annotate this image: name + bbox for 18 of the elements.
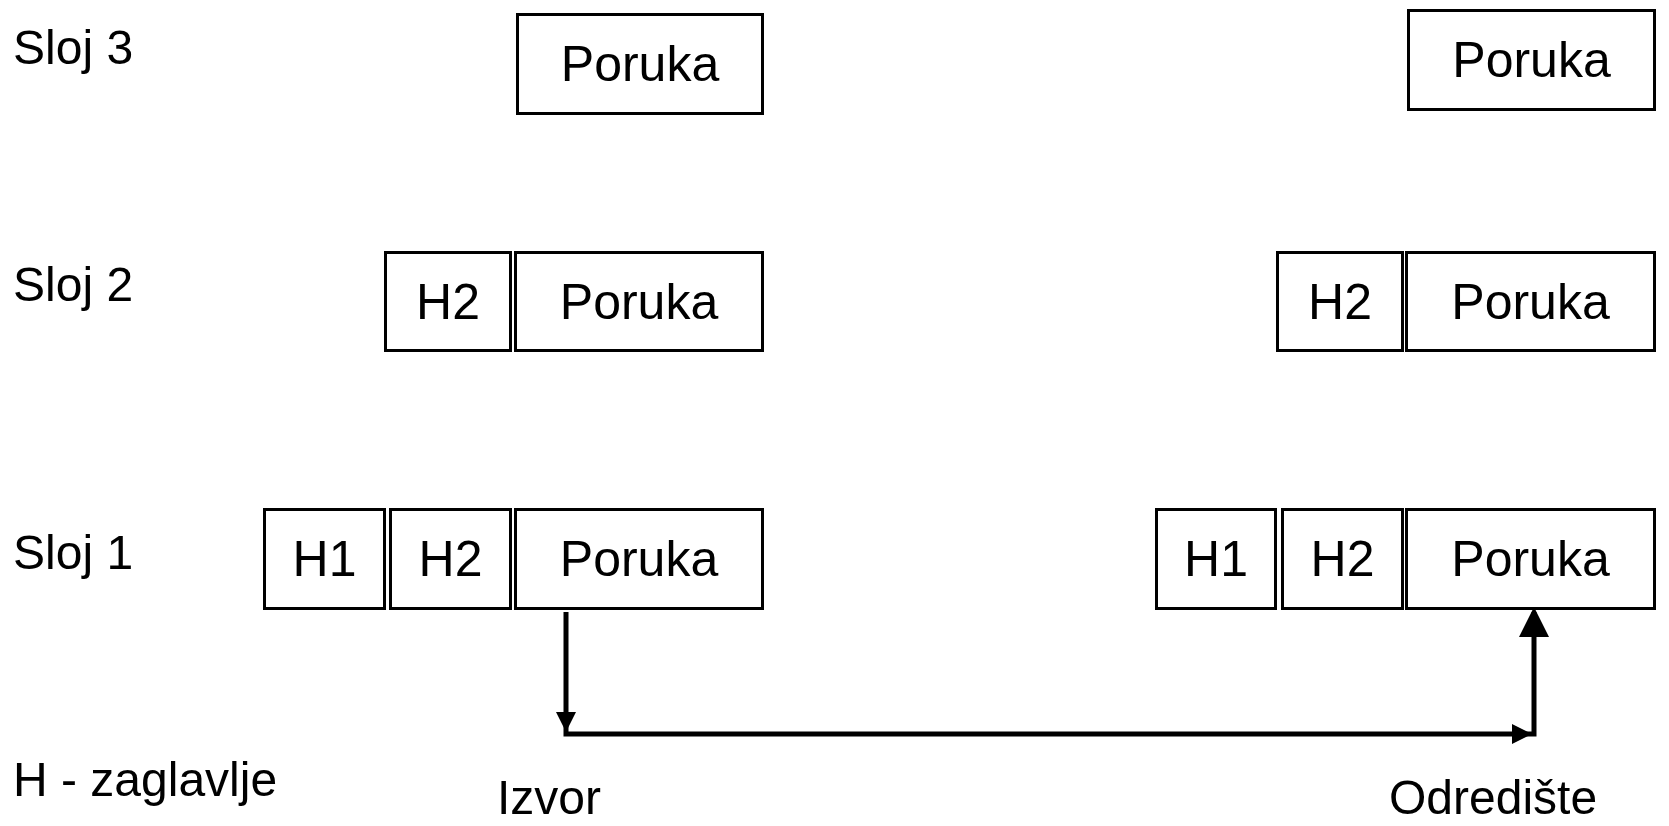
legend-note: H - zaglavlje — [13, 756, 278, 804]
packet-field: Poruka — [516, 13, 764, 115]
packet-field: H2 — [1276, 251, 1404, 352]
layer-label: Sloj 3 — [13, 24, 134, 72]
packet-field: Poruka — [1405, 251, 1656, 352]
packet-field: H1 — [1155, 508, 1277, 610]
packet-field: Poruka — [514, 508, 764, 610]
packet-field: H2 — [389, 508, 512, 610]
destination-label: Odredište — [1389, 774, 1598, 822]
layer-label: Sloj 1 — [13, 529, 134, 577]
source-label: Izvor — [497, 774, 601, 822]
packet-field: Poruka — [1407, 9, 1656, 111]
layer-label: Sloj 2 — [13, 261, 134, 309]
packet-field: Poruka — [514, 251, 764, 352]
packet-field: Poruka — [1405, 508, 1656, 610]
packet-field: H2 — [384, 251, 512, 352]
packet-field: H1 — [263, 508, 386, 610]
packet-field: H2 — [1281, 508, 1404, 610]
